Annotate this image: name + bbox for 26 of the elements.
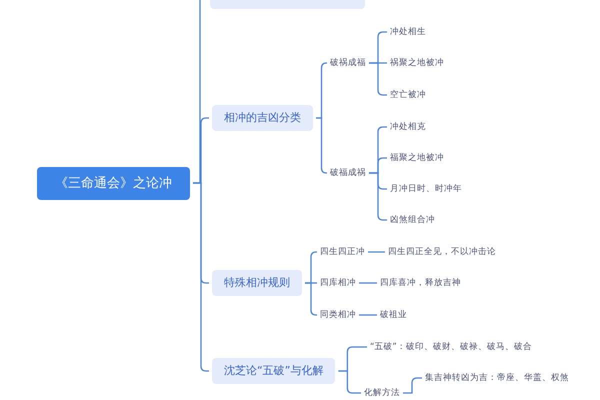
subtopic-text: 祸聚之地被冲: [390, 58, 444, 68]
topic-box: 特殊相冲规则: [212, 270, 302, 296]
connector-line: [403, 377, 422, 394]
connector-line: [359, 282, 377, 284]
subtopic-text: 凶煞组合冲: [390, 214, 435, 226]
subtopic-text: 冲处相克: [390, 122, 426, 132]
subtopic-text: “五破”：破印、破财、破禄、破马、破合: [370, 342, 532, 352]
topic-box: 沈芝论“五破”与化解: [212, 358, 336, 384]
subtopic-text: 破祸成福: [330, 58, 366, 68]
connector-line: [359, 314, 377, 316]
subtopic-text: 化解方法: [364, 388, 400, 398]
topic-box: 相冲的吉凶分类: [212, 105, 313, 131]
connector-line: [368, 251, 385, 253]
root-topic-box: 《三命通会》之论冲: [37, 166, 190, 200]
subtopic-text: 空亡被冲: [390, 90, 426, 100]
subtopic-text: 冲处相生: [390, 26, 426, 38]
subtopic-text: 四库喜冲，释放吉神: [380, 278, 461, 288]
subtopic-text: 四库相冲: [320, 278, 356, 288]
subtopic-text: 集吉神转凶为吉：帝座、华盖、权煞: [425, 372, 569, 384]
subtopic-text: 月冲日时、时冲年: [390, 184, 462, 194]
subtopic-text: 四生四正全见，不以冲击论: [388, 246, 496, 258]
subtopic-text: 破祖业: [380, 310, 407, 320]
subtopic-text: 四生四正冲: [320, 246, 365, 258]
subtopic-text: 破福成祸: [330, 168, 366, 178]
subtopic-text: 同类相冲: [320, 310, 356, 320]
subtopic-text: 福聚之地被冲: [390, 152, 444, 164]
